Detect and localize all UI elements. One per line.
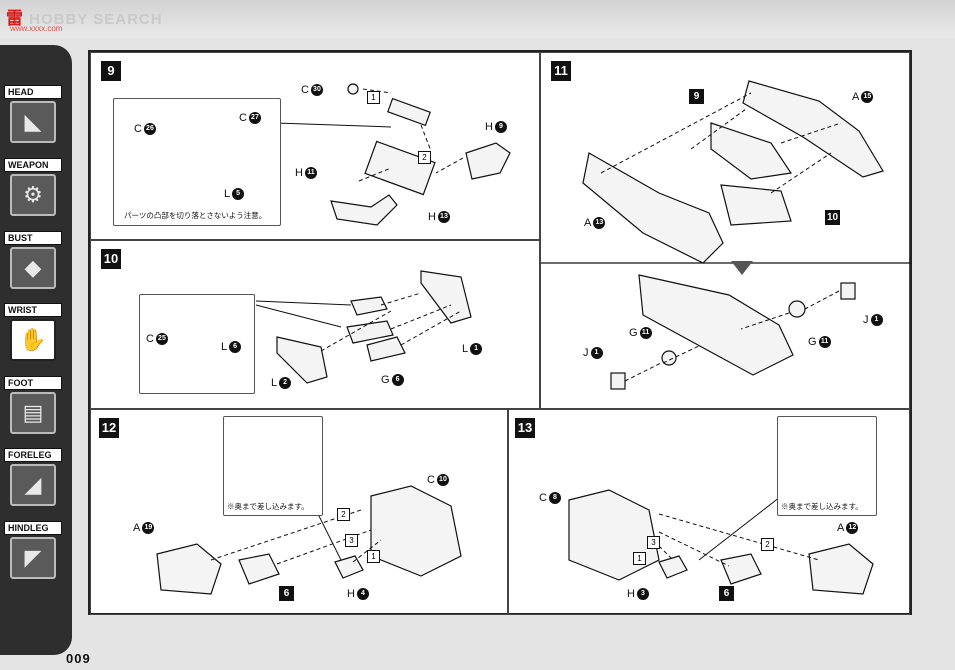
subassembly-ref-6: 6	[279, 586, 294, 601]
tab-foot[interactable]: FOOT▤	[4, 376, 62, 440]
header-bar: 雷 HOBBY SEARCH www.xxxx.com	[0, 0, 955, 38]
insertion-note: ※奥まで差し込みます。	[227, 502, 309, 511]
watermark-logo: 雷 HOBBY SEARCH	[6, 9, 163, 28]
step-12-illustration	[156, 485, 462, 595]
wrist-icon: ✋	[10, 319, 56, 361]
hindleg-icon: ◤	[10, 537, 56, 579]
foot-icon: ▤	[10, 392, 56, 434]
order-2: 2	[761, 538, 774, 551]
step-11-illustration	[541, 80, 911, 390]
caution-note: パーツの凸部を切り落とさないよう注意。	[124, 211, 267, 220]
step-10-illustration	[255, 270, 472, 384]
order-1: 1	[367, 91, 380, 104]
arrow-down-icon	[731, 261, 753, 275]
page-number: 009	[66, 651, 91, 666]
order-2: 2	[337, 508, 350, 521]
tab-hindleg[interactable]: HINDLEG◤	[4, 521, 62, 585]
tab-head[interactable]: HEAD◣	[4, 85, 62, 149]
step-number: 13	[515, 418, 535, 438]
category-sidebar: HEAD◣ WEAPON⚙ BUST◆ WRIST✋ FOOT▤ FORELEG…	[0, 45, 72, 655]
tab-weapon[interactable]: WEAPON⚙	[4, 158, 62, 222]
order-2: 2	[418, 151, 431, 164]
step-number: 10	[101, 249, 121, 269]
head-icon: ◣	[10, 101, 56, 143]
insertion-note: ※奥まで差し込みます。	[781, 502, 863, 511]
watermark-url: www.xxxx.com	[10, 24, 63, 33]
order-1: 1	[633, 552, 646, 565]
tab-wrist[interactable]: WRIST✋	[4, 303, 62, 367]
tab-foreleg[interactable]: FORELEG◢	[4, 448, 62, 512]
step-number: 9	[101, 61, 121, 81]
subassembly-ref-6: 6	[719, 586, 734, 601]
detail-inset: ※奥まで差し込みます。	[223, 416, 323, 516]
bust-icon: ◆	[10, 247, 56, 289]
order-3: 3	[647, 536, 660, 549]
foreleg-icon: ◢	[10, 464, 56, 506]
tab-bust[interactable]: BUST◆	[4, 231, 62, 295]
order-3: 3	[345, 534, 358, 547]
weapon-icon: ⚙	[10, 174, 56, 216]
subassembly-ref-9: 9	[689, 89, 704, 104]
order-1: 1	[367, 550, 380, 563]
step-number: 11	[551, 61, 571, 81]
detail-inset: ※奥まで差し込みます。	[777, 416, 877, 516]
step-number: 12	[99, 418, 119, 438]
subassembly-ref-10: 10	[825, 210, 840, 225]
